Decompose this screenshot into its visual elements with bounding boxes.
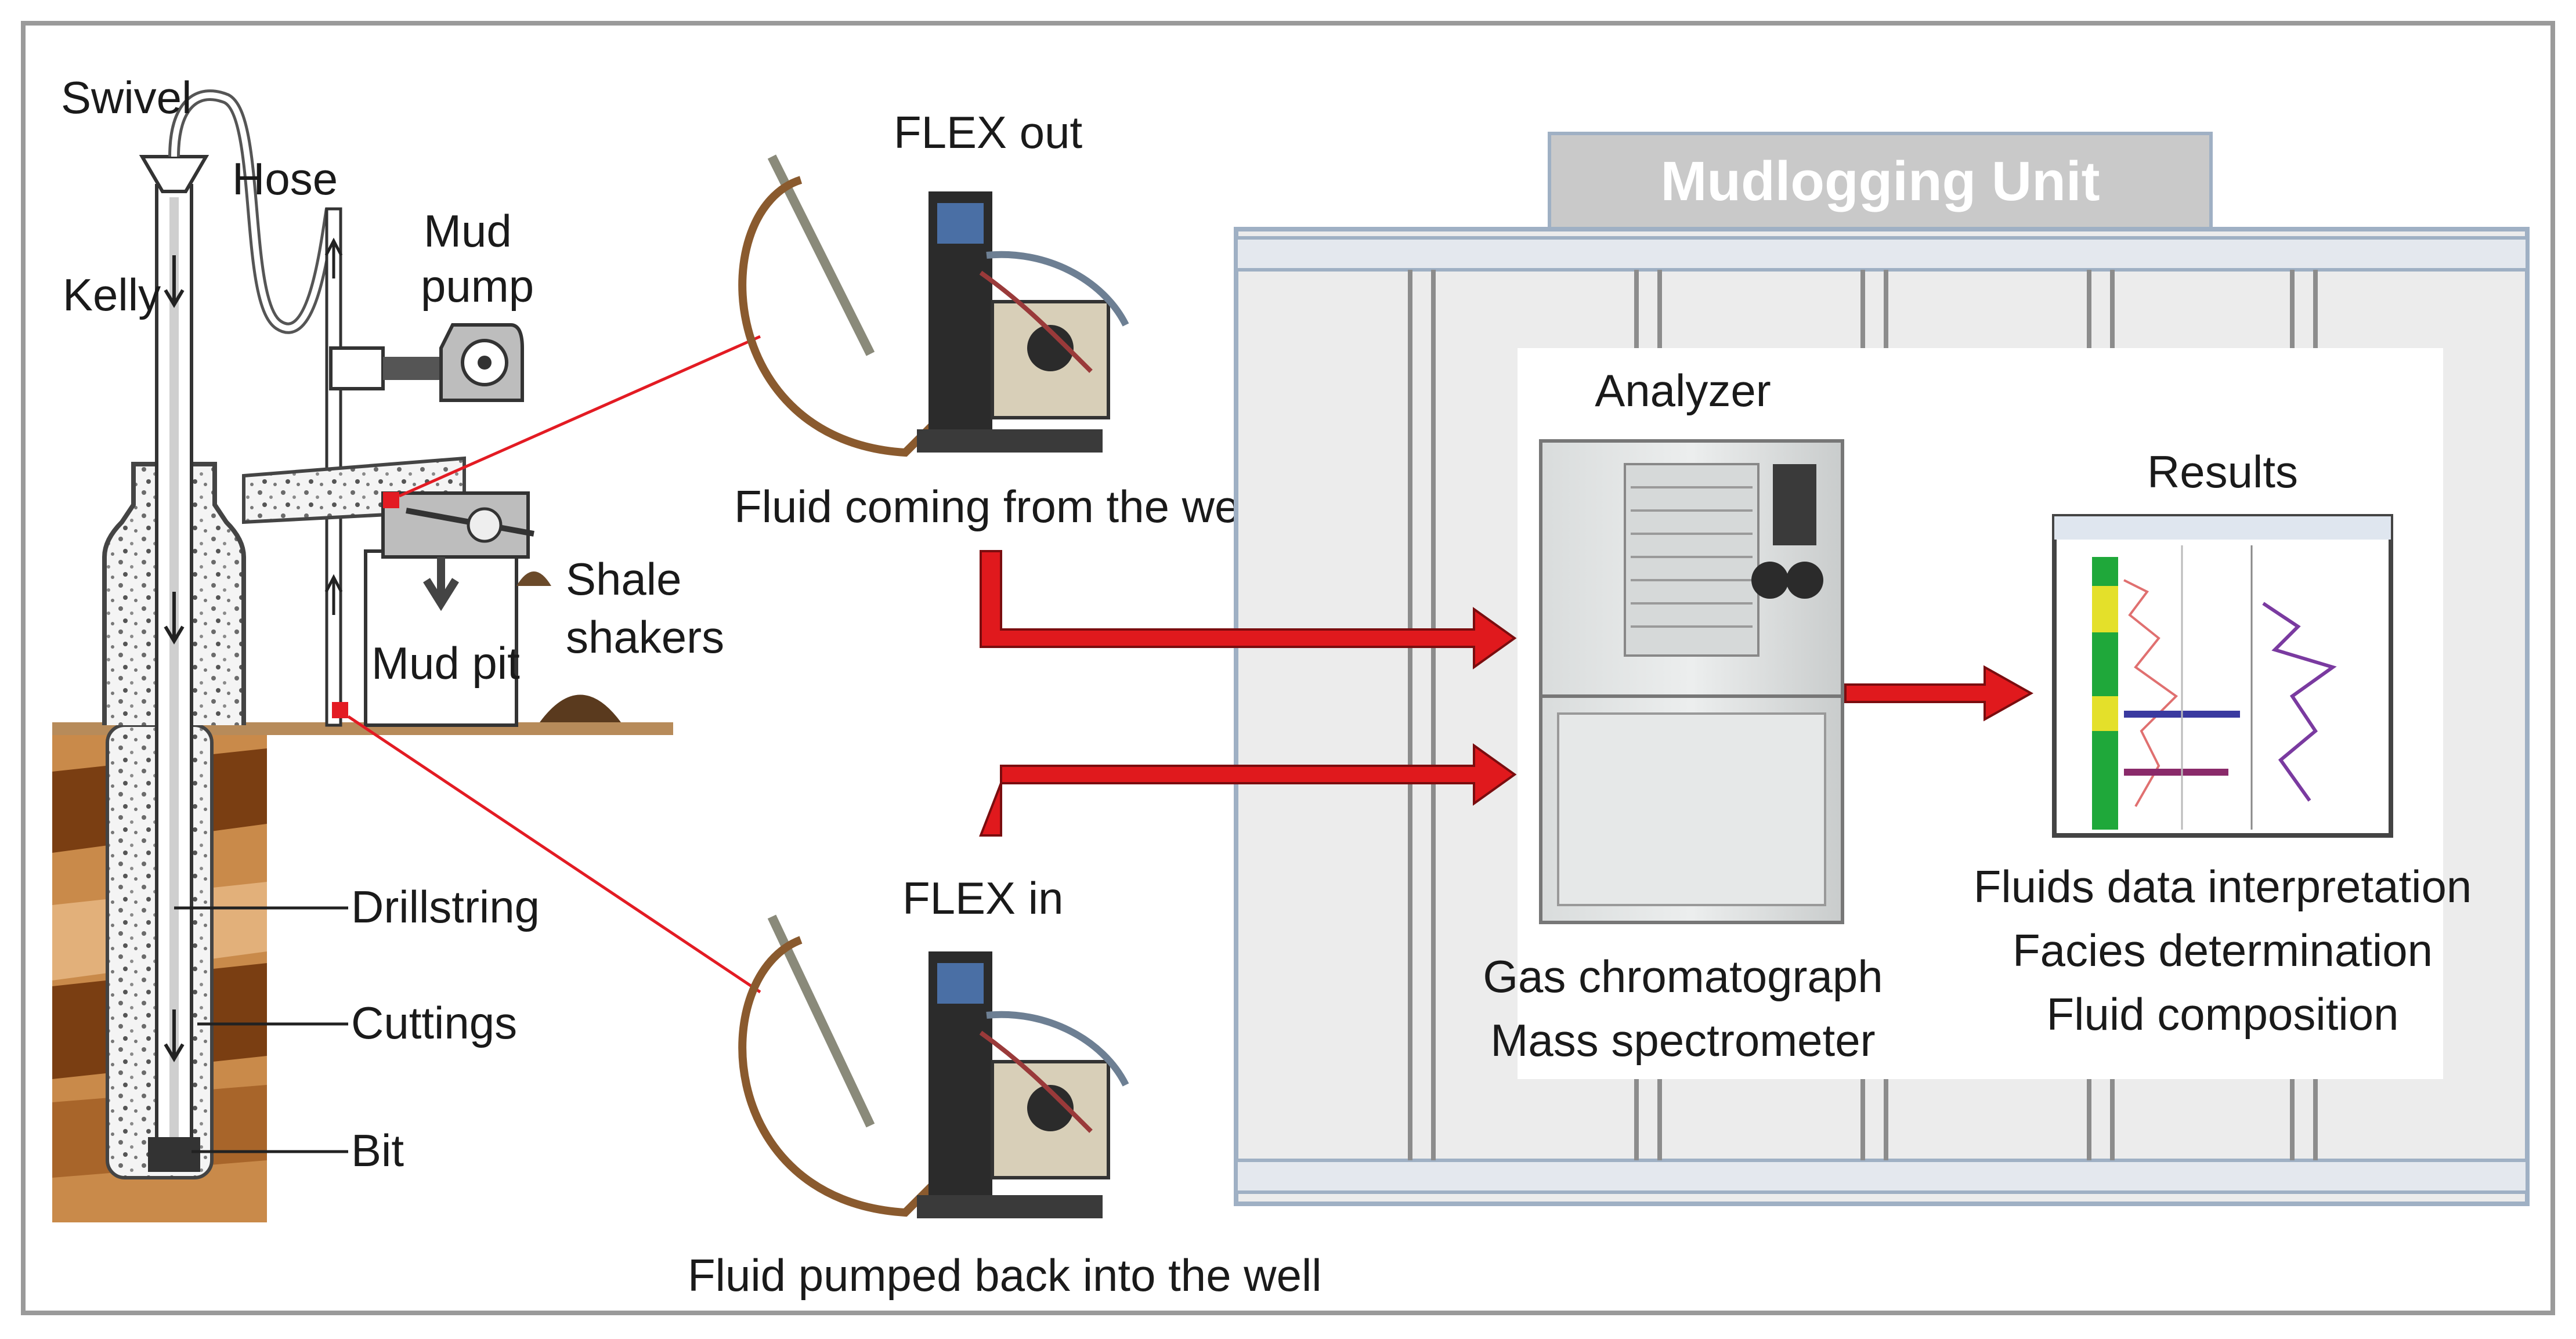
flow-arrows <box>979 550 2034 837</box>
analyzer-caption-line1: Gas chromatograph <box>1483 951 1883 1002</box>
sampling-point-out <box>383 492 399 508</box>
arrow-analyzer-to-flex-in <box>979 743 1517 837</box>
label-shale-shakers-line1: Shale <box>566 553 682 605</box>
label-cuttings: Cuttings <box>351 997 517 1048</box>
mud-pump <box>329 323 524 402</box>
label-bit: Bit <box>351 1125 404 1176</box>
shale-shaker <box>381 491 534 611</box>
flex-in-caption: Fluid pumped back into the well <box>688 1250 1322 1301</box>
label-drillstring: Drillstring <box>351 881 540 932</box>
label-kelly: Kelly <box>63 269 161 320</box>
label-mud-pump-line2: pump <box>421 260 534 312</box>
drill-bit <box>148 1137 200 1172</box>
arrow-analyzer-to-results <box>1844 665 2034 722</box>
unit-title-tab <box>1548 132 2213 231</box>
results-caption-line2: Facies determination <box>2013 925 2433 976</box>
flex-in-unit: FLEX in Fluid pumped back into the well <box>688 873 1322 1301</box>
label-hose: Hose <box>232 153 338 204</box>
analyzer-title: Analyzer <box>1595 365 1771 416</box>
arrow-flex-out-to-analyzer <box>980 550 1517 670</box>
label-mud-pump-line1: Mud <box>424 205 512 256</box>
results-log-screen <box>2052 514 2393 838</box>
drilling-rig: Swivel Hose Kelly Mud pump Shale shakers… <box>52 72 724 1222</box>
connector-flex-out <box>398 335 761 498</box>
flex-out-title: FLEX out <box>894 107 1083 158</box>
analyzer-cabinet <box>1539 439 1844 924</box>
sampling-point-in <box>332 702 348 718</box>
label-swivel: Swivel <box>61 72 192 123</box>
label-shale-shakers-line2: shakers <box>566 611 724 663</box>
results-title: Results <box>2147 446 2298 497</box>
results-caption-line3: Fluid composition <box>2047 989 2399 1040</box>
swivel <box>139 155 209 193</box>
connector-flex-in <box>347 715 761 994</box>
cuttings-pile <box>540 694 621 722</box>
flex-in-title: FLEX in <box>902 873 1063 924</box>
mudlogging-unit: Mudlogging Unit Analyzer <box>1234 132 2530 1206</box>
flex-out-caption: Fluid coming from the well <box>734 481 1260 532</box>
flex-out-unit: FLEX out Fluid coming from the well <box>734 107 1260 532</box>
results-caption-line1: Fluids data interpretation <box>1974 861 2472 912</box>
analyzer-caption-line2: Mass spectrometer <box>1490 1015 1875 1066</box>
unit-title: Mudlogging Unit <box>1660 150 2100 212</box>
label-mud-pit: Mud pit <box>371 638 520 689</box>
